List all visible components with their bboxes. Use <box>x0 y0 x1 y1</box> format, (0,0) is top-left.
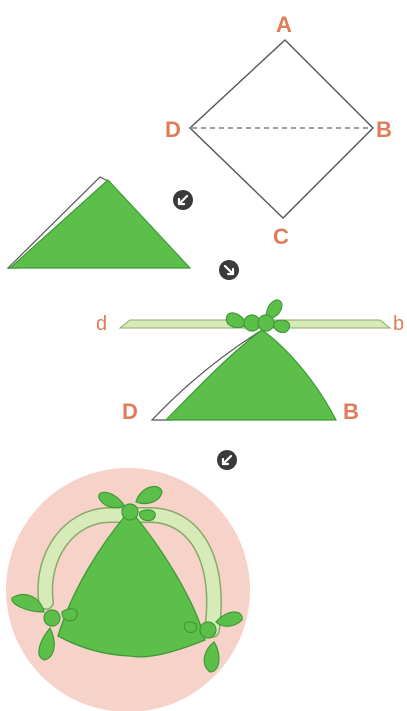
step2-folded-triangle <box>8 177 190 268</box>
corner-label-b: B <box>376 117 392 142</box>
end-label-b: b <box>393 313 404 335</box>
arrow-down-right-icon <box>219 260 239 280</box>
arrow-down-left-icon <box>217 450 237 470</box>
corner-label-d: D <box>165 117 181 142</box>
step1-diamond: A B C D <box>165 12 392 249</box>
cloth-body <box>166 330 336 420</box>
knot-top <box>226 300 289 332</box>
step3-tied-ends: d b D B <box>96 300 404 424</box>
corner-label-c: C <box>273 224 289 249</box>
corner-label-b-step3: B <box>343 399 359 424</box>
diamond-outline <box>190 40 373 218</box>
step4-finished-bag <box>6 468 250 711</box>
corner-label-a: A <box>276 12 292 37</box>
end-label-d: d <box>96 313 107 335</box>
corner-label-d-step3: D <box>122 399 138 424</box>
arrow-down-left-icon <box>173 190 193 210</box>
triangle-front-layer <box>10 180 190 268</box>
